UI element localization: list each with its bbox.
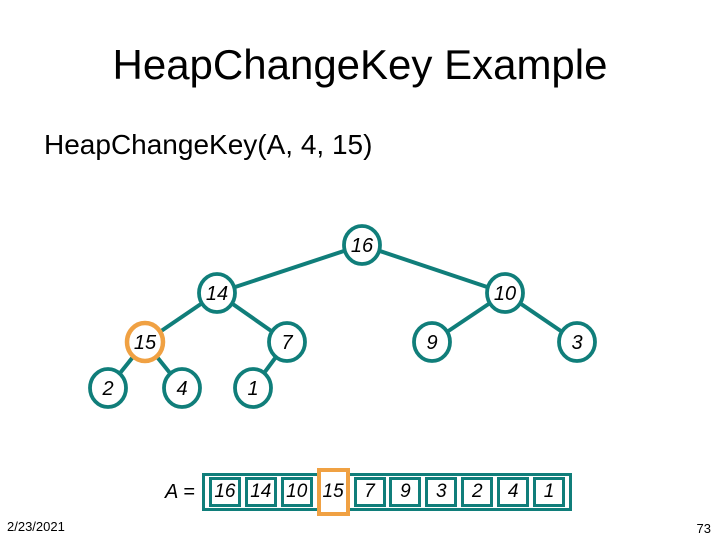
tree-node: 1 xyxy=(233,367,273,409)
tree-node: 9 xyxy=(412,321,452,363)
page-number: 73 xyxy=(696,521,711,536)
tree-node-value: 15 xyxy=(134,332,157,354)
tree-edge xyxy=(360,243,507,295)
tree-node: 14 xyxy=(197,272,237,314)
array-cell-highlighted: 15 xyxy=(316,468,350,516)
tree-node-value: 4 xyxy=(176,378,187,400)
array-cell: 7 xyxy=(353,477,386,507)
tree-node-value: 2 xyxy=(101,378,113,400)
tree-node: 10 xyxy=(485,272,525,314)
tree-node-circle xyxy=(412,321,452,363)
tree-node: 2 xyxy=(88,367,128,409)
tree-node-value: 9 xyxy=(426,332,437,354)
tree-edge xyxy=(215,243,364,295)
tree-node-circle xyxy=(557,321,597,363)
array-cell: 2 xyxy=(461,477,494,507)
array-cell: 4 xyxy=(497,477,530,507)
array-cell: 10 xyxy=(280,477,313,507)
tree-node: 16 xyxy=(342,224,382,266)
array-cell: 3 xyxy=(425,477,458,507)
tree-node-value: 16 xyxy=(351,235,374,257)
tree-node: 4 xyxy=(162,367,202,409)
slide-title: HeapChangeKey Example xyxy=(112,41,608,88)
tree-node-value: 7 xyxy=(281,332,293,354)
tree-node: 15 xyxy=(124,320,166,364)
tree-node-value: 3 xyxy=(571,332,582,354)
footer-date: 2/23/2021 xyxy=(7,519,65,534)
tree-node-circle xyxy=(162,367,202,409)
tree-node-circle-highlighted xyxy=(124,320,166,364)
tree-node-value: 10 xyxy=(494,283,516,305)
tree-node-circle xyxy=(485,272,525,314)
tree-node-circle xyxy=(197,272,237,314)
tree-node-circle xyxy=(88,367,128,409)
array-cell: 14 xyxy=(244,477,277,507)
array-cell: 16 xyxy=(208,477,241,507)
tree-node-value: 1 xyxy=(247,378,258,400)
heap-tree-diagram: 16 14 10 15 7 9 3 2 4 1 xyxy=(88,224,597,409)
tree-node-circle xyxy=(342,224,382,266)
tree-node: 3 xyxy=(557,321,597,363)
tree-node-circle xyxy=(233,367,273,409)
tree-node-circle xyxy=(267,321,307,363)
array-label: A = xyxy=(165,481,195,503)
slide-subtitle: HeapChangeKey(A, 4, 15) xyxy=(44,129,373,160)
tree-node-value: 14 xyxy=(206,283,228,305)
tree-node: 7 xyxy=(267,321,307,363)
array-cell: 9 xyxy=(389,477,422,507)
array-cell: 1 xyxy=(533,477,566,507)
